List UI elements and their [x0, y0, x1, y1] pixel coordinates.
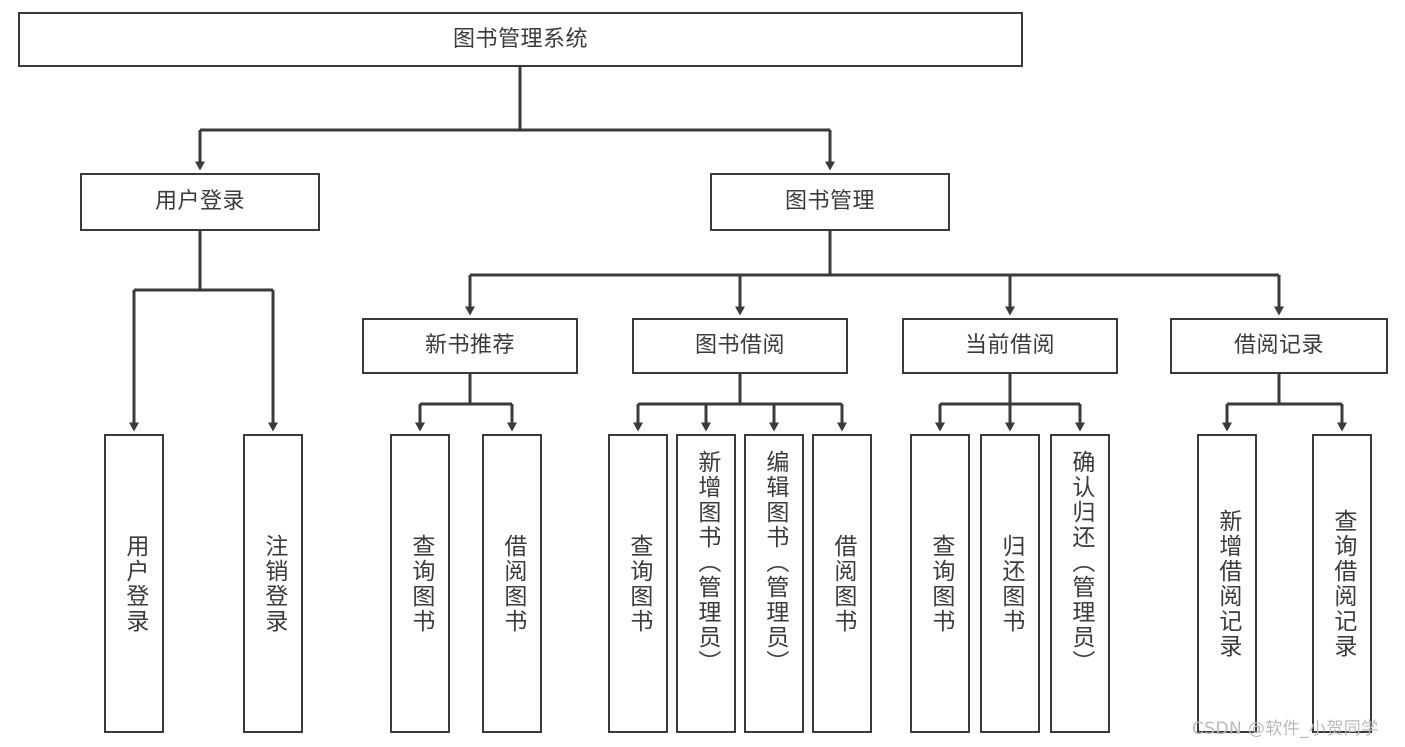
node-leaf-rec-query-book-label: 查询图书: [407, 533, 434, 634]
node-current-borrow[interactable]: 当前借阅: [902, 318, 1118, 374]
node-leaf-cb-confirm-return[interactable]: 确认归还（管理员）: [1050, 434, 1110, 733]
node-leaf-cb-query-book[interactable]: 查询图书: [910, 434, 970, 733]
node-leaf-cb-return-book-label: 归还图书: [997, 533, 1024, 634]
node-root-label: 图书管理系统: [452, 26, 588, 52]
node-current-borrow-label: 当前借阅: [964, 333, 1055, 359]
node-leaf-rec-borrow-book-label: 借阅图书: [499, 533, 526, 634]
node-leaf-bb-edit-book-label: 编辑图书（管理员）: [761, 450, 788, 675]
node-leaf-br-add-record[interactable]: 新增借阅记录: [1197, 434, 1257, 733]
node-leaf-cb-return-book[interactable]: 归还图书: [980, 434, 1040, 733]
node-leaf-br-query-record[interactable]: 查询借阅记录: [1312, 434, 1372, 733]
node-leaf-rec-query-book[interactable]: 查询图书: [390, 434, 450, 733]
node-leaf-user-login-label: 用户登录: [121, 533, 148, 634]
node-book-borrow[interactable]: 图书借阅: [632, 318, 848, 374]
node-leaf-bb-add-book[interactable]: 新增图书（管理员）: [676, 434, 736, 733]
node-leaf-bb-query-book-label: 查询图书: [625, 533, 652, 634]
node-leaf-bb-borrow-book[interactable]: 借阅图书: [812, 434, 872, 733]
node-leaf-cb-query-book-label: 查询图书: [927, 533, 954, 634]
node-leaf-bb-edit-book[interactable]: 编辑图书（管理员）: [744, 434, 804, 733]
node-user-login-label: 用户登录: [154, 189, 245, 215]
node-leaf-bb-query-book[interactable]: 查询图书: [608, 434, 668, 733]
node-book-borrow-label: 图书借阅: [694, 333, 785, 359]
node-leaf-rec-borrow-book[interactable]: 借阅图书: [482, 434, 542, 733]
node-new-book-recommend[interactable]: 新书推荐: [362, 318, 578, 374]
node-book-manage-label: 图书管理: [784, 189, 875, 215]
node-borrow-record-label: 借阅记录: [1233, 333, 1324, 359]
node-leaf-user-login[interactable]: 用户登录: [104, 434, 164, 733]
node-book-manage[interactable]: 图书管理: [710, 173, 950, 231]
node-leaf-br-query-record-label: 查询借阅记录: [1329, 508, 1356, 659]
csdn-watermark: CSDN @软件_小贺同学: [1192, 719, 1379, 739]
node-leaf-br-add-record-label: 新增借阅记录: [1214, 508, 1241, 659]
node-leaf-cb-confirm-return-label: 确认归还（管理员）: [1067, 450, 1094, 675]
node-leaf-user-logout-label: 注销登录: [260, 533, 287, 634]
node-borrow-record[interactable]: 借阅记录: [1170, 318, 1388, 374]
node-user-login[interactable]: 用户登录: [80, 173, 320, 231]
node-leaf-bb-add-book-label: 新增图书（管理员）: [693, 450, 720, 675]
node-leaf-bb-borrow-book-label: 借阅图书: [829, 533, 856, 634]
node-new-book-recommend-label: 新书推荐: [424, 333, 515, 359]
node-leaf-user-logout[interactable]: 注销登录: [243, 434, 303, 733]
node-root[interactable]: 图书管理系统: [18, 12, 1023, 67]
